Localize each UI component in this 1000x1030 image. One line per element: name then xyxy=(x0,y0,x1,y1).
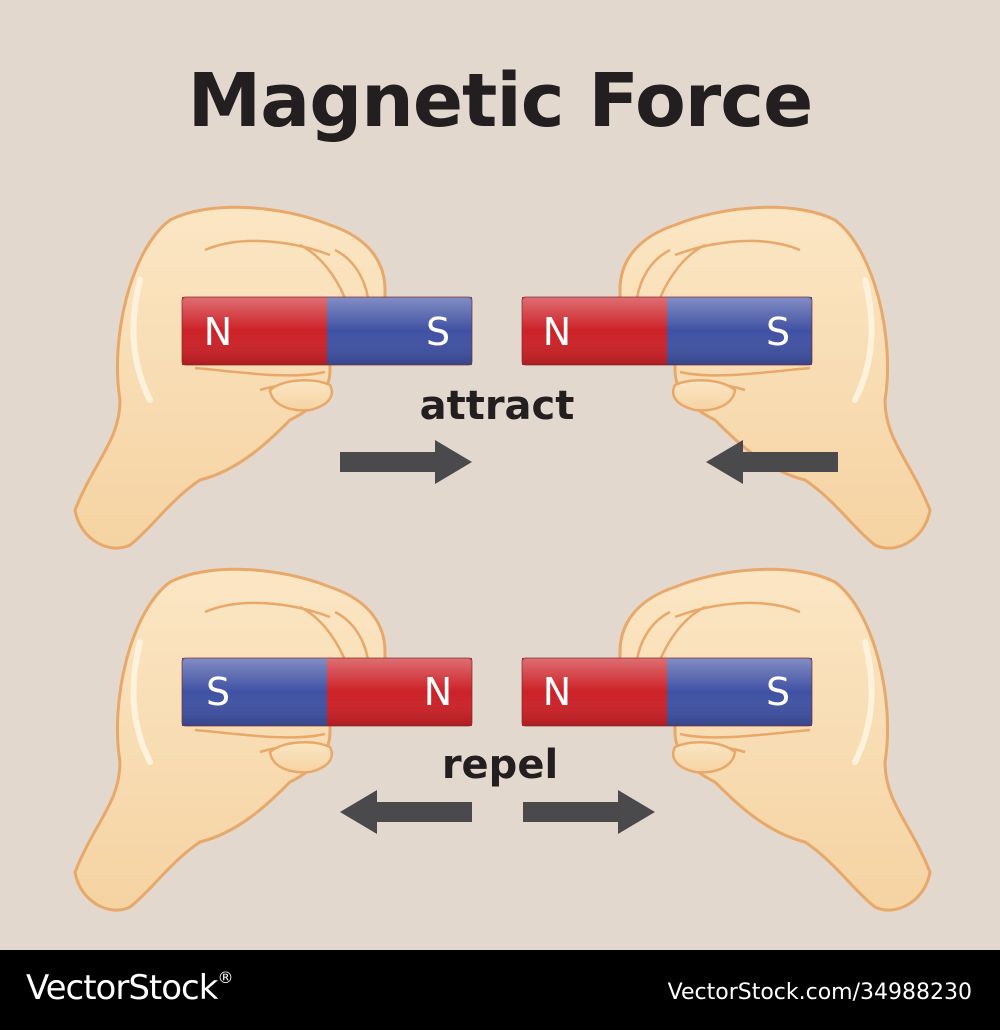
arrow-repel-left xyxy=(340,790,472,834)
magnet-top-left xyxy=(181,296,473,366)
magnet-bottom-right xyxy=(521,657,813,727)
magnet-shine xyxy=(181,296,473,366)
pole-label: S xyxy=(425,310,451,354)
image-credit: VectorStock.com/34988230 xyxy=(667,980,972,1005)
thumb-overlays xyxy=(268,379,737,774)
magnet-shine xyxy=(521,657,813,727)
diagram-canvas: Magnetic Force attract repel N S N S S N… xyxy=(0,0,1000,950)
arrow-attract-right xyxy=(340,440,472,484)
magnet-shine xyxy=(521,296,813,366)
magnet-top-right xyxy=(521,296,813,366)
pole-label: N xyxy=(423,670,453,714)
pole-label: S xyxy=(765,670,791,714)
pole-label: N xyxy=(203,310,233,354)
magnet-shine xyxy=(181,657,473,727)
arrow-repel-right xyxy=(523,790,655,834)
attract-label: attract xyxy=(419,383,575,429)
hand-bottom-left xyxy=(75,569,385,910)
hand-bottom-right xyxy=(620,569,930,910)
footer-bar: VectorStock® VectorStock.com/34988230 xyxy=(0,950,1000,1030)
pole-label: N xyxy=(542,310,572,354)
brand-logo: VectorStock® xyxy=(26,968,233,1008)
magnet-bottom-left xyxy=(181,657,473,727)
diagram-svg xyxy=(0,0,1000,950)
repel-label: repel xyxy=(441,742,559,788)
page-title: Magnetic Force xyxy=(187,58,814,144)
hand-top-left xyxy=(75,207,385,548)
brand-name: VectorStock xyxy=(26,968,218,1008)
pole-label: N xyxy=(542,670,572,714)
hand-top-right xyxy=(620,207,930,548)
pole-label: S xyxy=(765,310,791,354)
pole-label: S xyxy=(205,670,231,714)
registered-mark: ® xyxy=(217,968,233,987)
